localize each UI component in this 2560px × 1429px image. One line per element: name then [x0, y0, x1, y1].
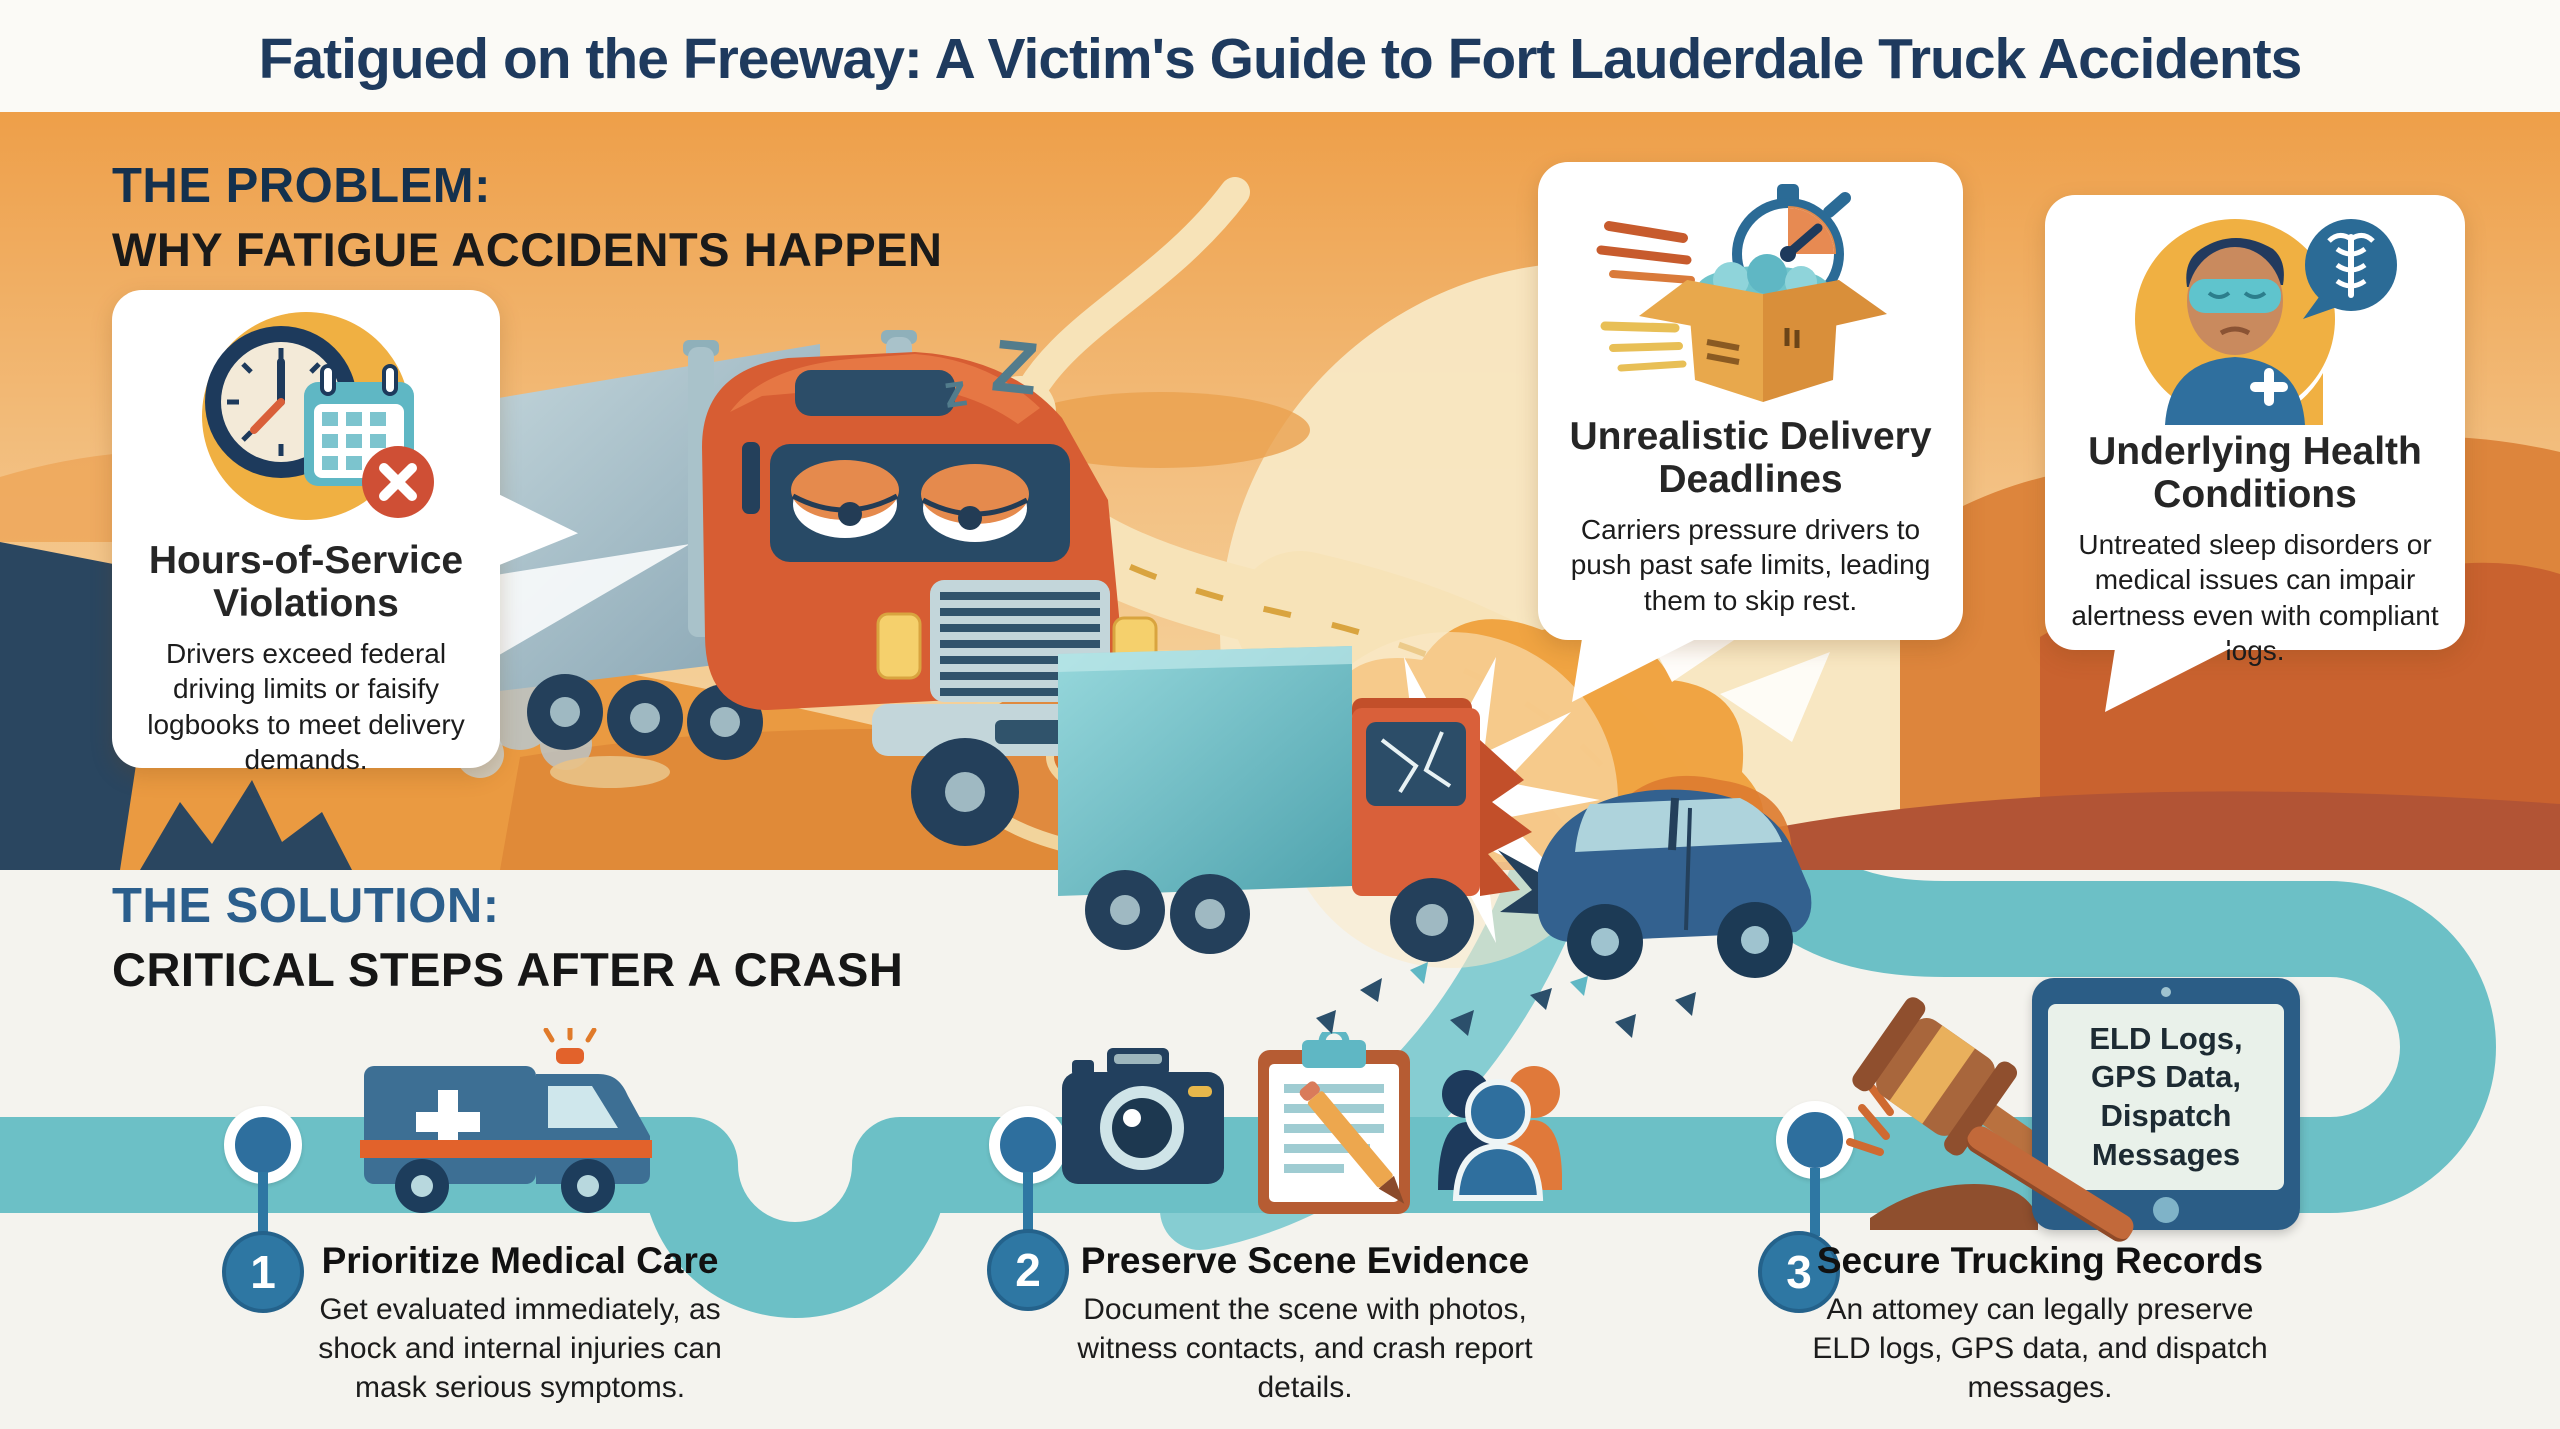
tablet-screen-text: ELD Logs, GPS Data, Dispatch Messages — [2089, 1020, 2243, 1172]
stopwatch-package-box-icon — [1596, 184, 1887, 402]
tablet-home-button — [2153, 1197, 2179, 1223]
card-delivery-deadlines: Unrealistic Delivery Deadlines Carriers … — [1538, 162, 1963, 702]
card-health-conditions: Underlying Health Conditions Untreated s… — [2045, 195, 2465, 712]
step-1-text: Prioritize Medical Care Get evaluated im… — [295, 1240, 745, 1407]
problem-heading-line1: THE PROBLEM: — [112, 159, 491, 213]
x-mark — [379, 463, 417, 501]
step-body: Document the scene with photos, witness … — [1077, 1293, 1533, 1404]
timeline-stem-2 — [1023, 1172, 1033, 1234]
timeline-node-1 — [224, 1106, 302, 1184]
problem-heading-line2: WHY FATIGUE ACCIDENTS HAPPEN — [112, 223, 943, 276]
sleeping-person — [2165, 238, 2305, 425]
card-body: Drivers exceed federal driving limits or… — [147, 637, 465, 776]
step-title: Preserve Scene Evidence — [1080, 1240, 1530, 1281]
timeline-stem-3 — [1810, 1168, 1820, 1236]
card-body: Carriers pressure drivers to push past s… — [1570, 513, 1931, 616]
title-bar: Fatigued on the Freeway: A Victim's Guid… — [0, 0, 2560, 112]
card-title: Unrealistic Delivery Deadlines — [1569, 415, 1932, 501]
camera-clipboard-witnesses-icon — [1062, 1032, 1562, 1214]
card-title: Hours-of-Service Violations — [148, 539, 464, 625]
gavel-icon — [1846, 997, 2072, 1230]
card-title: Underlying Health Conditions — [2088, 430, 2422, 516]
witnesses-icon — [1438, 1066, 1562, 1201]
sleepy-eyes — [791, 460, 1029, 542]
solution-heading: THE SOLUTION: CRITICAL STEPS AFTER A CRA… — [112, 878, 903, 997]
step-body: Get evaluated immediately, as shock and … — [318, 1293, 722, 1404]
gavel-head — [1852, 997, 2072, 1187]
tablet-camera-dot — [2161, 987, 2171, 997]
step-2-badge: 2 — [987, 1229, 1069, 1311]
page-title: Fatigued on the Freeway: A Victim's Guid… — [258, 27, 2303, 91]
step-3-badge: 3 — [1758, 1231, 1840, 1313]
sleep-z-big: Z — [988, 323, 1042, 410]
solution-heading-line1: THE SOLUTION: — [112, 879, 500, 933]
caduceus-bubble — [2303, 219, 2397, 319]
camera-icon — [1062, 1048, 1224, 1184]
clock-calendar-x-icon — [202, 312, 434, 520]
step-body: An attomey can legally preserve ELD logs… — [1812, 1293, 2268, 1404]
clipboard-icon — [1258, 1032, 1410, 1214]
card-hours-of-service: Hours-of-Service Violations Drivers exce… — [112, 290, 578, 775]
solution-section: THE SOLUTION: CRITICAL STEPS AFTER A CRA… — [0, 870, 2560, 1429]
open-box — [1638, 254, 1887, 402]
step-title: Secure Trucking Records — [1816, 1240, 2264, 1281]
speed-lines — [1596, 221, 1695, 372]
problem-heading: THE PROBLEM: WHY FATIGUE ACCIDENTS HAPPE… — [112, 158, 942, 277]
sleeping-driver-caduceus-icon — [2135, 219, 2397, 425]
step-2-text: Preserve Scene Evidence Document the sce… — [1065, 1240, 1545, 1407]
step-title: Prioritize Medical Care — [321, 1240, 719, 1281]
solution-heading-line2: CRITICAL STEPS AFTER A CRASH — [112, 943, 904, 996]
card-body: Untreated sleep disorders or medical iss… — [2071, 528, 2439, 667]
timeline-stem-1 — [258, 1172, 268, 1238]
ambulance-icon — [360, 1028, 652, 1213]
tablet-screen: ELD Logs, GPS Data, Dispatch Messages — [2048, 1004, 2284, 1190]
pencil-icon — [1299, 1081, 1405, 1204]
step-1-badge: 1 — [222, 1231, 304, 1313]
step-3-text: Secure Trucking Records An attomey can l… — [1800, 1240, 2280, 1407]
